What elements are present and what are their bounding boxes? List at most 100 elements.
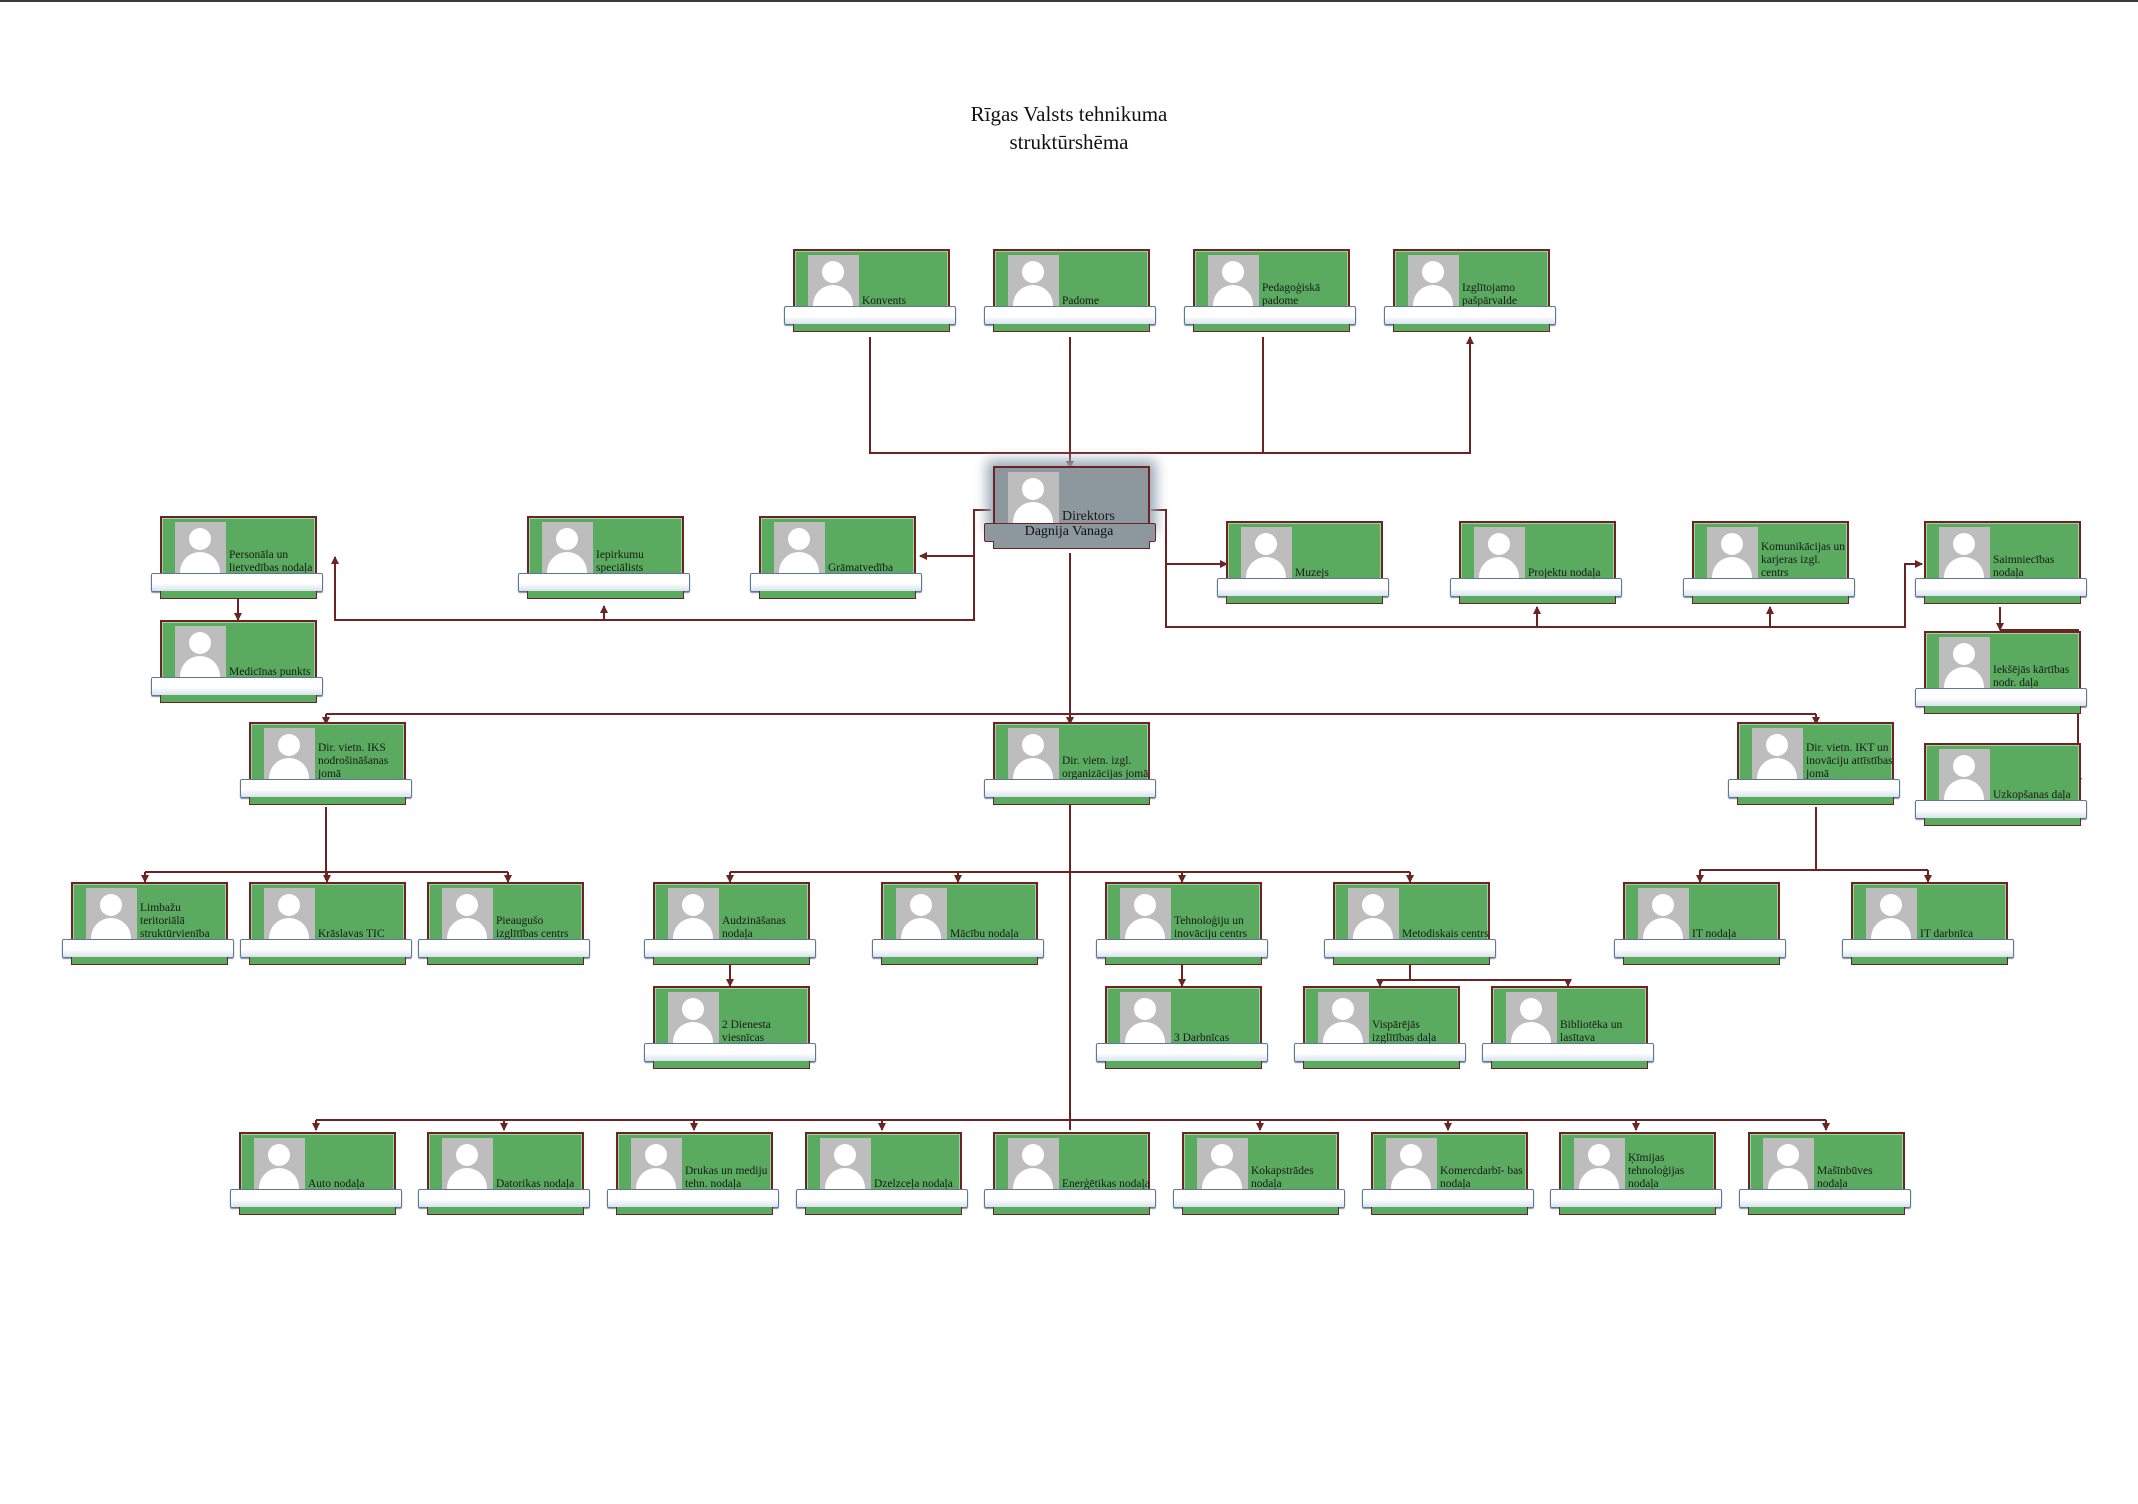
node-label: Dzelzceļa nodaļa bbox=[874, 1178, 953, 1190]
node-iepirkumu-specialists[interactable]: Iepirkumu speciālists bbox=[518, 516, 694, 603]
node-label: Datorikas nodaļa bbox=[496, 1178, 575, 1190]
node-muzejs[interactable]: Muzejs bbox=[1217, 521, 1393, 608]
node-name-plate bbox=[1683, 578, 1855, 597]
director-title: Direktors bbox=[1062, 509, 1115, 524]
node-konvents[interactable]: Konvents bbox=[784, 249, 960, 336]
node-name-plate bbox=[1324, 939, 1496, 958]
node-padome[interactable]: Padome bbox=[984, 249, 1160, 336]
node-label: Auto nodaļa bbox=[308, 1178, 365, 1190]
node-card: Personāla un lietvedības nodaļa bbox=[160, 516, 317, 577]
node-name-plate bbox=[1614, 939, 1786, 958]
node-komercdarbibas-nodala[interactable]: Komercdarbī- bas nodaļa bbox=[1362, 1132, 1538, 1219]
node-dir-vietn-izgl[interactable]: Dir. vietn. izgl. organizācijas jomā bbox=[984, 722, 1160, 809]
person-placeholder-icon bbox=[1008, 255, 1059, 307]
person-placeholder-icon bbox=[1506, 992, 1557, 1044]
node-it-nodala[interactable]: IT nodaļa bbox=[1614, 882, 1790, 969]
node-name-plate bbox=[240, 779, 412, 798]
person-placeholder-icon bbox=[1008, 1138, 1059, 1190]
person-placeholder-icon bbox=[1120, 992, 1171, 1044]
node-label: Dir. vietn. IKS nodrošināšanas jomā bbox=[318, 742, 389, 780]
wire-governance-bus bbox=[869, 337, 1264, 454]
node-drukas-nodala[interactable]: Drukas un mediju tehn. nodaļa bbox=[607, 1132, 783, 1219]
node-card: 2 Dienesta viesnīcas bbox=[653, 986, 810, 1047]
wire-to-biblioteka bbox=[1410, 979, 1572, 987]
node-name-plate bbox=[750, 573, 922, 592]
node-card: Datorikas nodaļa bbox=[427, 1132, 584, 1193]
node-director[interactable]: Direktors Dagnija Vanaga bbox=[984, 466, 1160, 553]
node-card: Pieaugušo izglītības centrs bbox=[427, 882, 584, 943]
node-biblioteka[interactable]: Bibliotēka un lasītava bbox=[1482, 986, 1658, 1073]
person-placeholder-icon bbox=[668, 992, 719, 1044]
node-name-plate bbox=[1096, 939, 1268, 958]
person-placeholder-icon bbox=[254, 1138, 305, 1190]
node-label: Komercdarbī- bas nodaļa bbox=[1440, 1165, 1523, 1190]
node-auto-nodala[interactable]: Auto nodaļa bbox=[230, 1132, 406, 1219]
node-name-plate bbox=[872, 939, 1044, 958]
node-name-plate bbox=[1915, 688, 2087, 707]
node-name-plate bbox=[796, 1189, 968, 1208]
node-personala-nodala[interactable]: Personāla un lietvedības nodaļa bbox=[151, 516, 327, 603]
node-name-plate bbox=[240, 939, 412, 958]
node-darbnicas[interactable]: 3 Darbnīcas bbox=[1096, 986, 1272, 1073]
person-placeholder-icon bbox=[1386, 1138, 1437, 1190]
page-title-line-2: struktūrshēma bbox=[1009, 130, 1129, 154]
person-placeholder-icon bbox=[1008, 728, 1059, 780]
node-kraslavas[interactable]: Krāslavas TIC bbox=[240, 882, 416, 969]
wire-to-uzkopsanas bbox=[2000, 629, 2082, 786]
person-placeholder-icon bbox=[1574, 1138, 1625, 1190]
node-gramatvediba[interactable]: Grāmatvedība bbox=[750, 516, 926, 603]
node-label: Dir. vietn. IKT un inovāciju attīstības … bbox=[1806, 742, 1893, 780]
node-label: Audzināšanas nodaļa bbox=[722, 915, 786, 940]
node-datorikas-nodala[interactable]: Datorikas nodaļa bbox=[418, 1132, 594, 1219]
node-kokapstrades-nodala[interactable]: Kokapstrādes nodaļa bbox=[1173, 1132, 1349, 1219]
node-uzkopsanas-dala[interactable]: Uzkopšanas daļa bbox=[1915, 743, 2091, 830]
node-visparejas[interactable]: Vispārējās izglītības daļa bbox=[1294, 986, 1470, 1073]
wire-to-saimniecibas bbox=[1165, 560, 1923, 628]
node-limbazu[interactable]: Limbažu teritoriālā struktūrvienība bbox=[62, 882, 238, 969]
node-medicinas-punkts[interactable]: Medicīnas punkts bbox=[151, 620, 327, 707]
node-card: Saimniecības nodaļa bbox=[1924, 521, 2081, 582]
node-card: Projektu nodaļa bbox=[1459, 521, 1616, 582]
node-pedagogiska-padome[interactable]: Pedagoģiskā padome bbox=[1184, 249, 1360, 336]
person-placeholder-icon bbox=[264, 888, 315, 940]
node-name-plate bbox=[984, 306, 1156, 325]
person-placeholder-icon bbox=[86, 888, 137, 940]
node-projektu-nodala[interactable]: Projektu nodaļa bbox=[1450, 521, 1626, 608]
node-it-darbnica[interactable]: IT darbnīca bbox=[1842, 882, 2018, 969]
node-label: 2 Dienesta viesnīcas bbox=[722, 1019, 771, 1044]
node-name-plate bbox=[518, 573, 690, 592]
node-masinbuves-nodala[interactable]: Mašīnbūves nodaļa bbox=[1739, 1132, 1915, 1219]
wire-to-visparejas bbox=[1376, 965, 1411, 987]
node-izglitojamo-pasparvalde[interactable]: Izglītojamo pašpārvalde bbox=[1384, 249, 1560, 336]
node-label: Izglītojamo pašpārvalde bbox=[1462, 282, 1517, 307]
node-dir-vietn-iks[interactable]: Dir. vietn. IKS nodrošināšanas jomā bbox=[240, 722, 416, 809]
node-name-plate bbox=[644, 1043, 816, 1062]
node-macibu-nodala[interactable]: Mācību nodaļa bbox=[872, 882, 1048, 969]
node-label: Konvents bbox=[862, 295, 907, 307]
node-card: Bibliotēka un lasītava bbox=[1491, 986, 1648, 1047]
node-label: Personāla un lietvedības nodaļa bbox=[229, 549, 313, 574]
person-placeholder-icon bbox=[1120, 888, 1171, 940]
node-dienesta-viesnicas[interactable]: 2 Dienesta viesnīcas bbox=[644, 986, 820, 1073]
node-energetikas-nodala[interactable]: Enerģētikas nodaļa bbox=[984, 1132, 1160, 1219]
node-card: Limbažu teritoriālā struktūrvienība bbox=[71, 882, 228, 943]
node-metodiskais-centrs[interactable]: Metodiskais centrs bbox=[1324, 882, 1500, 969]
node-dir-vietn-ikt[interactable]: Dir. vietn. IKT un inovāciju attīstības … bbox=[1728, 722, 1904, 809]
person-placeholder-icon bbox=[1939, 527, 1990, 579]
node-saimniecibas-nodala[interactable]: Saimniecības nodaļa bbox=[1915, 521, 2091, 608]
node-card: Muzejs bbox=[1226, 521, 1383, 582]
node-tehnologiju-centrs[interactable]: Tehnoloģiju un inovāciju centrs bbox=[1096, 882, 1272, 969]
node-ieksejas-kartibas[interactable]: Iekšējās kārtības nodr. daļa bbox=[1915, 631, 2091, 718]
node-card: Kokapstrādes nodaļa bbox=[1182, 1132, 1339, 1193]
wire-to-personala bbox=[331, 509, 991, 621]
node-name-plate bbox=[1482, 1043, 1654, 1062]
node-audzinasanas[interactable]: Audzināšanas nodaļa bbox=[644, 882, 820, 969]
node-kimijas-nodala[interactable]: Ķīmijas tehnoloģijas nodaļa bbox=[1550, 1132, 1726, 1219]
node-komunikacijas-centrs[interactable]: Komunikācijas un karjeras izgl. centrs bbox=[1683, 521, 1859, 608]
node-pieauguso[interactable]: Pieaugušo izglītības centrs bbox=[418, 882, 594, 969]
node-card: Izglītojamo pašpārvalde bbox=[1393, 249, 1550, 310]
person-placeholder-icon bbox=[1408, 255, 1459, 307]
node-name-plate bbox=[1550, 1189, 1722, 1208]
node-dzelzcela-nodala[interactable]: Dzelzceļa nodaļa bbox=[796, 1132, 972, 1219]
